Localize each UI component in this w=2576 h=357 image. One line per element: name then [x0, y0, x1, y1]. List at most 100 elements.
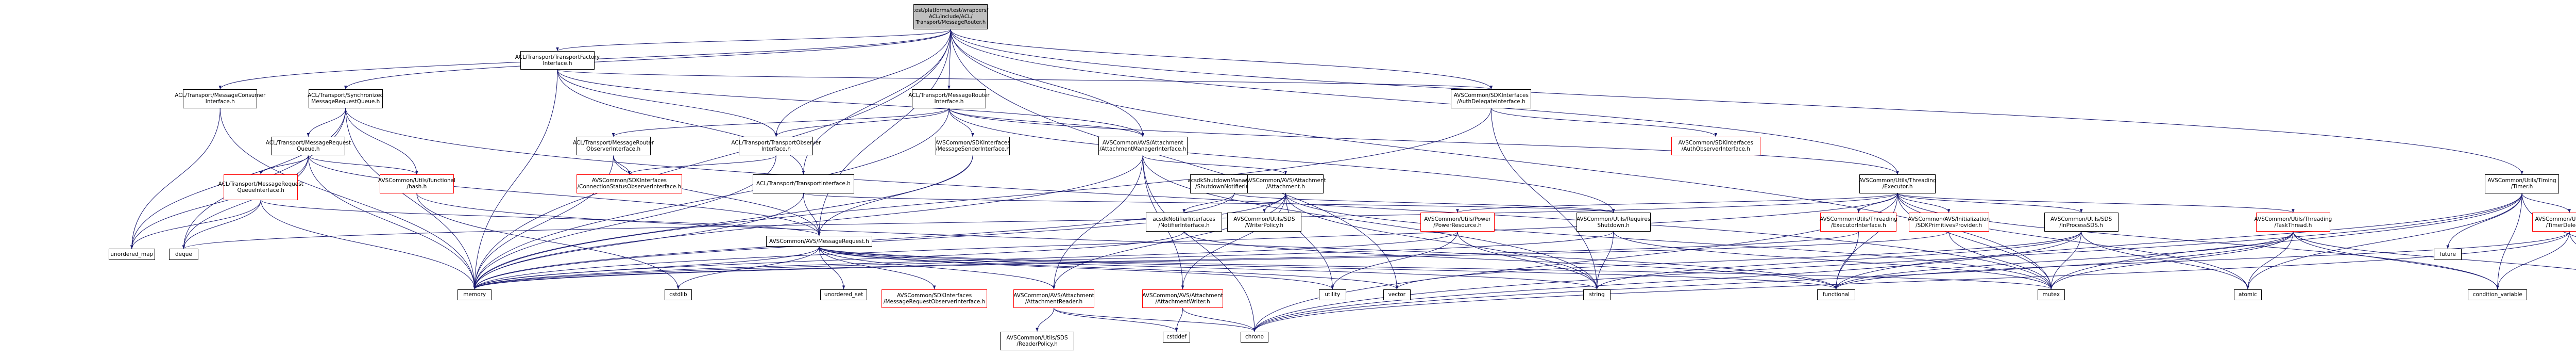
edge-syncqueue-to-memory [345, 108, 476, 289]
node-label-line: /Executor.h [1882, 184, 1913, 190]
node-string[interactable]: string [1583, 289, 1611, 301]
edge-executor-to-taskthread [1897, 193, 2295, 213]
node-label-line: AVSCommon/SDKInterfaces [1453, 92, 1529, 99]
node-msgreq[interactable]: AVSCommon/AVS/MessageRequest.h [766, 235, 872, 247]
node-label-line: AVSCommon/AVS/Attachment [1142, 292, 1223, 299]
node-cstdlib[interactable]: cstdlib [664, 289, 692, 301]
edge-msgreq-to-memory [473, 247, 820, 289]
node-sender[interactable]: AVSCommon/SDKInterfaces/MessageSenderInt… [935, 136, 1010, 156]
node-label-line: chrono [1245, 334, 1264, 340]
node-label-line: unordered_map [110, 251, 154, 258]
edge-msgreq-to-functional [819, 247, 1838, 289]
node-unordered-set[interactable]: unordered_set [820, 289, 867, 301]
edge-root-to-tobs [774, 29, 951, 137]
node-label-line: deque [175, 251, 192, 258]
node-label-line: unordered_set [824, 291, 863, 298]
node-label-line: cstddef [1166, 334, 1187, 340]
node-mutex[interactable]: mutex [2037, 289, 2065, 301]
node-label-line: /TaskThread.h [2274, 222, 2312, 229]
node-transport[interactable]: ACL/Transport/TransportInterface.h [752, 174, 855, 193]
node-execif[interactable]: AVSCommon/Utils/Threading/ExecutorInterf… [1820, 213, 1897, 232]
edge-attach-to-memory [473, 193, 1286, 289]
node-condvar[interactable]: condition_variable [2468, 289, 2528, 301]
edge-root-to-msgrouter_if [947, 29, 951, 90]
node-label-line: /ReaderPolicy.h [1016, 340, 1058, 347]
node-connstatus[interactable]: AVSCommon/SDKInterfaces/ConnectionStatus… [576, 174, 683, 193]
node-label-line: ACL/include/ACL/ [928, 13, 973, 20]
node-label-line: /AttachmentWriter.h [1155, 298, 1210, 305]
node-authobs[interactable]: AVSCommon/SDKInterfaces/AuthObserverInte… [1671, 136, 1760, 156]
node-label-line: Queue.h [297, 146, 320, 153]
node-writerpolicy[interactable]: AVSCommon/Utils/SDS/WriterPolicy.h [1227, 213, 1301, 232]
edge-timer-to-functional [1835, 193, 2522, 289]
edge-attach-to-mutex [1285, 193, 2053, 289]
edge-msgreq-to-utility [819, 247, 1334, 289]
edge-root-to-mutex [950, 29, 2053, 289]
edge-authdel-to-authobs [1490, 108, 1717, 137]
node-atomic[interactable]: atomic [2234, 289, 2262, 301]
edge-powerres-to-utility [1331, 231, 1458, 289]
edge-msgrouter_if-to-attmgr [948, 108, 1144, 137]
node-cstddef[interactable]: cstddef [1162, 331, 1191, 343]
node-label-line: AVSCommon/Utils/Timing [2487, 177, 2556, 184]
node-attmgr[interactable]: AVSCommon/AVS/Attachment/AttachmentManag… [1098, 136, 1188, 156]
edge-sdkprim-to-memory [473, 231, 1950, 289]
node-functional[interactable]: functional [1817, 289, 1855, 301]
node-executor[interactable]: AVSCommon/Utils/Threading/Executor.h [1859, 174, 1937, 193]
node-memory[interactable]: memory [457, 289, 492, 301]
node-notifier[interactable]: acsdkNotifierInterfaces/NotifierInterfac… [1146, 213, 1223, 232]
node-label-line: AVSCommon/Utils/Requires [1576, 216, 1651, 222]
node-attwriter[interactable]: AVSCommon/AVS/Attachment/AttachmentWrite… [1142, 289, 1223, 309]
node-authdel[interactable]: AVSCommon/SDKInterfaces/AuthDelegateInte… [1451, 89, 1532, 108]
node-label-line: QueueInterface.h [237, 187, 284, 193]
edge-sender-to-memory [473, 155, 973, 289]
node-deque[interactable]: deque [168, 249, 199, 261]
node-label-line: MessageRequestQueue.h [311, 99, 380, 105]
node-vector[interactable]: vector [1383, 289, 1411, 301]
edge-root-to-executor [950, 29, 1899, 175]
edge-mrqueueif-to-deque [182, 200, 261, 249]
edge-inproc-to-atomic [2081, 231, 2249, 289]
edge-msgreq-to-cstdlib [676, 247, 820, 289]
node-inproc[interactable]: AVSCommon/Utils/SDS/InProcessSDS.h [2044, 213, 2119, 232]
edge-root-to-syncqueue [344, 29, 951, 90]
node-label-line: /ExecutorInterface.h [1831, 222, 1886, 229]
edge-authdel-to-string [1490, 108, 1599, 289]
edge-msgrouter_if-to-memory [473, 108, 950, 289]
node-label-line: utility [1325, 291, 1341, 298]
node-timedelegate[interactable]: AVSCommon/Utils/Timing/TimerDelegate.h [2532, 213, 2576, 232]
edge-msgrouter_if-to-sender [948, 108, 974, 137]
edge-factory-to-authdel [557, 69, 1493, 90]
node-attach[interactable]: AVSCommon/AVS/Attachment/Attachment.h [1245, 174, 1326, 193]
node-future[interactable]: future [2434, 249, 2462, 261]
node-attreader[interactable]: AVSCommon/AVS/Attachment/AttachmentReade… [1013, 289, 1094, 309]
node-powerres[interactable]: AVSCommon/Utils/Power/PowerResource.h [1420, 213, 1495, 232]
node-unordered-map[interactable]: unordered_map [108, 249, 156, 261]
node-mrobserver[interactable]: AVSCommon/SDKInterfaces/MessageRequestOb… [881, 289, 988, 309]
node-label-line: AVSCommon/Utils/Power [1424, 216, 1491, 222]
node-timer[interactable]: AVSCommon/Utils/Timing/Timer.h [2485, 174, 2560, 193]
node-utility[interactable]: utility [1318, 289, 1347, 301]
node-chrono[interactable]: chrono [1241, 331, 1268, 343]
edge-execif-to-memory [473, 231, 1859, 289]
node-taskthread[interactable]: AVSCommon/Utils/Threading/TaskThread.h [2255, 213, 2332, 232]
node-label-line: AVSCommon/SDKInterfaces [935, 140, 1010, 147]
node-sdkprim[interactable]: AVSCommon/AVS/Initialization/SDKPrimitiv… [1908, 213, 1990, 232]
edge-reqqueue-to-mrqueueif [259, 155, 309, 175]
edge-timer-to-future [2446, 193, 2522, 249]
node-hash[interactable]: AVSCommon/Utils/functional/hash.h [378, 174, 455, 193]
edge-timedelegate-to-functional [1835, 231, 2570, 289]
node-readerpolicy[interactable]: AVSCommon/Utils/SDS/ReaderPolicy.h [1000, 331, 1074, 351]
node-label-line: ACL/Transport/TransportInterface.h [756, 181, 851, 187]
node-label-line: /Attachment.h [1266, 184, 1305, 190]
edge-syncqueue-to-hash [345, 108, 418, 175]
